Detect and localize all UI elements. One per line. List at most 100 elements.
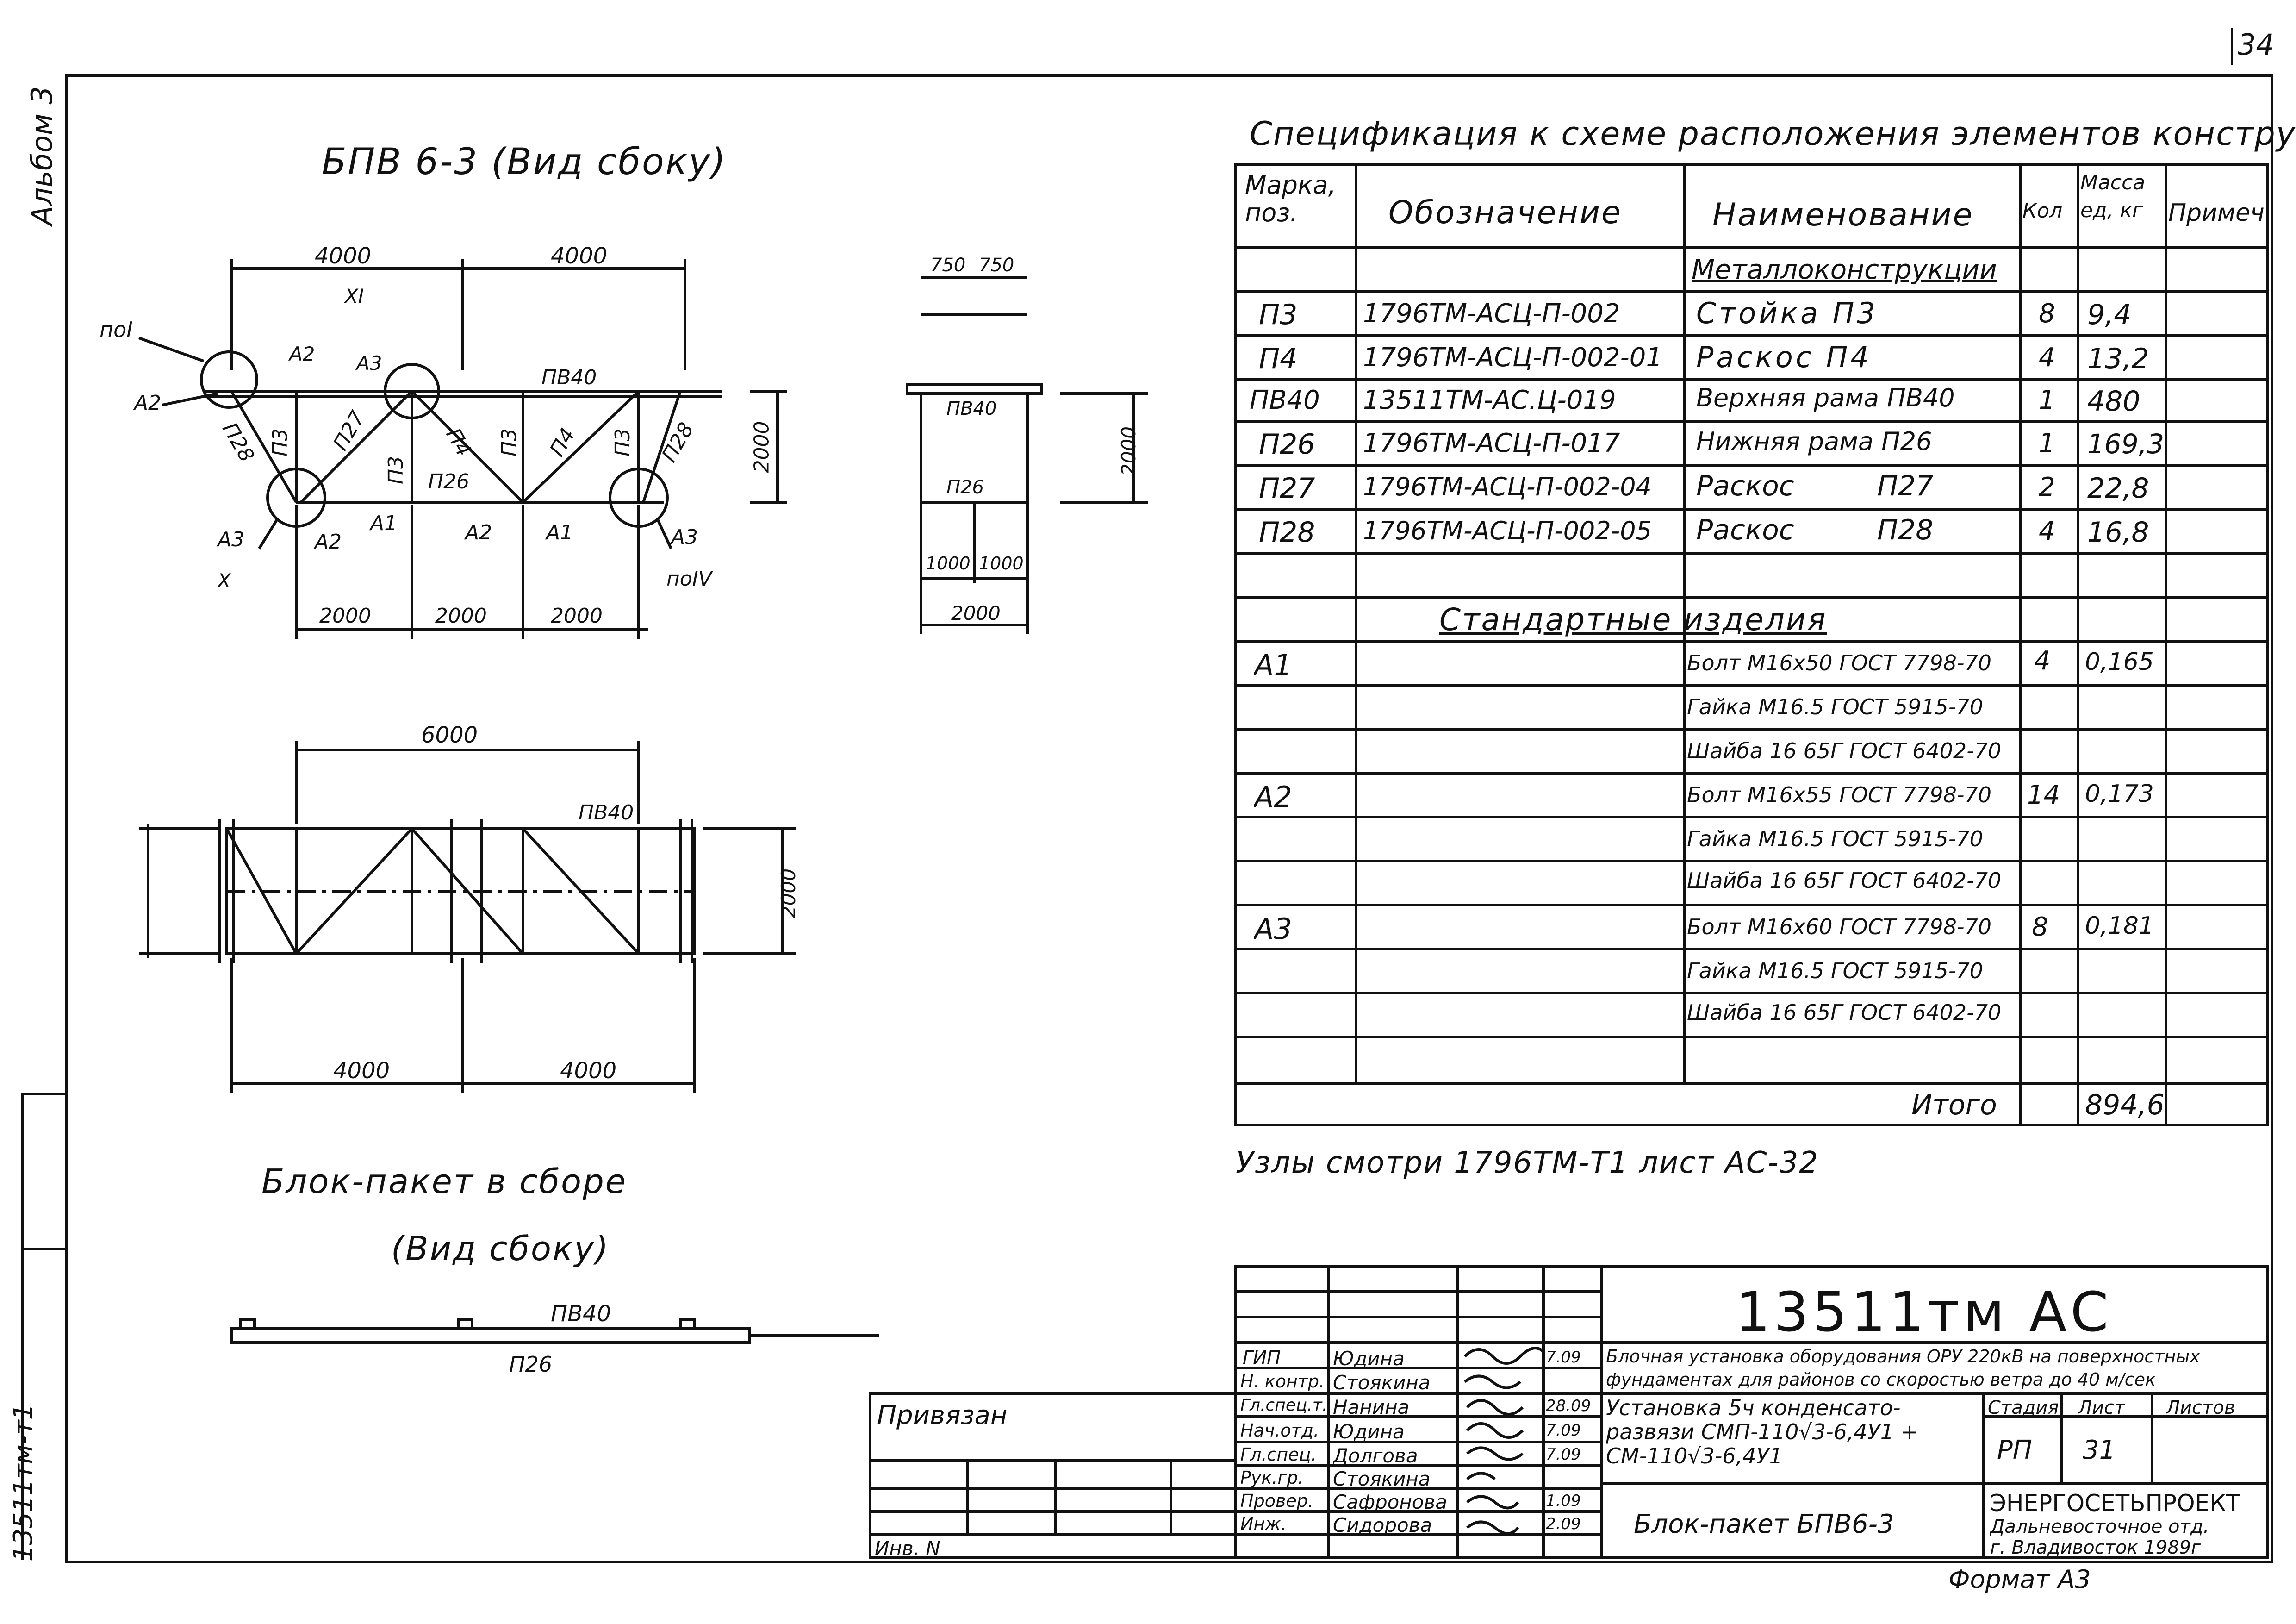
label-a3-top: А3 (356, 352, 382, 375)
plan-dim-4000-a: 4000 (333, 1058, 390, 1084)
drawing-frame (65, 74, 2273, 1563)
dim-4000-right: 4000 (551, 243, 608, 269)
spec-qty: 4 (2039, 516, 2055, 546)
stamp-sheet-no: 31 (2083, 1435, 2116, 1465)
spec-std-item: Гайка М16.5 ГОСТ 5915-70 (1687, 826, 1983, 851)
spec-qty: 14 (2027, 780, 2060, 810)
inv-label: Инв. N (875, 1537, 940, 1560)
signer-role: Рук.гр. (1240, 1468, 1304, 1488)
spec-qty: 2 (2039, 472, 2055, 502)
left-strip-line (21, 1093, 24, 1560)
pack-title: Блок-пакет в сборе (261, 1162, 628, 1201)
signer-role: Н. контр. (1240, 1371, 1325, 1392)
signer-date: 28.09 (1546, 1397, 1591, 1415)
label-a2-mid: А2 (465, 521, 492, 544)
spec-mass: 0,173 (2085, 780, 2154, 808)
spec-mark: А1 (1254, 648, 1292, 682)
spec-mass: 13,2 (2087, 343, 2149, 375)
label-section-x: X (218, 569, 231, 592)
dim-2000-b: 2000 (435, 604, 487, 628)
signer-role: Инж. (1240, 1514, 1287, 1534)
signer-name: Стоякина (1333, 1371, 1431, 1394)
spec-header-name: Наименование (1712, 197, 1974, 233)
spec-designation: 1796ТМ-АСЦ-П-002 (1363, 299, 1620, 329)
spec-qty: 8 (2032, 912, 2048, 942)
side-view-geometry (138, 259, 787, 639)
spec-std-item: Шайба 16 65Г ГОСТ 6402-70 (1687, 1000, 2002, 1025)
stamp-stage: РП (1997, 1435, 2032, 1465)
end-label-p26: П26 (946, 477, 984, 498)
spec-qty: 4 (2039, 343, 2055, 373)
spec-mark: П26 (1259, 428, 1315, 461)
spec-qty: 1 (2039, 385, 2055, 415)
label-a2-top: А2 (289, 343, 315, 365)
format-label: Формат А3 (1948, 1565, 2091, 1594)
spec-header-qty: Кол (2022, 199, 2063, 223)
stamp-project: Блочная установка оборудования ОРУ 220кВ… (1606, 1346, 2200, 1390)
label-p26-side: П26 (428, 470, 470, 493)
signer-date: 2.09 (1546, 1515, 1581, 1533)
signer-role: Провер. (1240, 1491, 1313, 1511)
spec-mass: 169,3 (2087, 428, 2165, 460)
pack-label-pv40: ПВ40 (551, 1301, 611, 1327)
spec-header-mark: Марка, поз. (1245, 171, 1336, 227)
nodes-note: Узлы смотри 1796ТМ-Т1 лист АС-32 (1236, 1146, 1819, 1180)
signer-date: 1.09 (1546, 1492, 1581, 1510)
spec-mass: 22,8 (2087, 472, 2149, 505)
signer-name: Юдина (1333, 1347, 1405, 1370)
label-a3-right: А3 (671, 525, 698, 549)
signer-name: Сидорова (1333, 1514, 1432, 1537)
label-a1-right: А1 (546, 521, 573, 544)
spec-std-item: Шайба 16 65Г ГОСТ 6402-70 (1687, 868, 2002, 893)
spec-designation: 1796ТМ-АСЦ-П-002-04 (1363, 472, 1652, 501)
signer-name: Юдина (1333, 1420, 1405, 1443)
spec-mass: 480 (2087, 385, 2140, 418)
spec-mark: ПВ40 (1250, 385, 1320, 415)
plan-dim-4000-b: 4000 (560, 1058, 617, 1084)
spec-section-metal: Металлоконструкции (1692, 254, 1997, 285)
label-a2-left: А2 (134, 391, 162, 415)
end-label-pv40: ПВ40 (946, 398, 997, 419)
dim-2000-c: 2000 (551, 604, 603, 628)
spec-designation: 1796ТМ-АСЦ-П-002-01 (1363, 343, 1663, 373)
spec-std-item: Болт М16х55 ГОСТ 7798-70 (1687, 782, 1991, 807)
spec-qty: 8 (2039, 299, 2055, 329)
spec-qty: 4 (2034, 646, 2051, 676)
plan-label-pv40: ПВ40 (579, 801, 634, 824)
spec-mark: П27 (1259, 472, 1315, 505)
signer-name: Нанина (1333, 1396, 1410, 1418)
stamp-sheet-label: Лист (2078, 1397, 2125, 1418)
signer-role: Нач.отд. (1240, 1420, 1319, 1441)
dim-4000-left: 4000 (315, 243, 372, 269)
label-a2-bottom: А2 (315, 530, 342, 554)
spec-std-item: Шайба 16 65Г ГОСТ 6402-70 (1687, 738, 2002, 763)
side-view-title: БПВ 6-3 (Вид сбоку) (322, 141, 727, 183)
spec-total-label: Итого (1911, 1089, 1997, 1121)
spec-header-mass: Масса ед, кг (2080, 171, 2146, 222)
stamp-sheets-label: Листов (2166, 1397, 2235, 1418)
spec-total-value: 894,6 (2085, 1089, 2165, 1121)
signer-role: ГИП (1243, 1347, 1281, 1368)
signer-name: Долгова (1333, 1444, 1418, 1467)
pack-subtitle: (Вид сбоку) (391, 1229, 610, 1268)
signer-date: 7.09 (1546, 1445, 1581, 1464)
signer-name: Сафронова (1333, 1491, 1447, 1513)
page-number-tick (2231, 28, 2233, 65)
spec-designation: 13511ТМ-АС.Ц-019 (1363, 385, 1616, 415)
spec-mass: 16,8 (2087, 516, 2149, 549)
spec-mark: П3 (1259, 299, 1298, 331)
spec-std-item: Гайка М16.5 ГОСТ 5915-70 (1687, 694, 1983, 719)
spec-mark: П4 (1259, 343, 1298, 375)
plan-dim-6000: 6000 (421, 722, 478, 748)
spec-name: Стойка П3 (1696, 296, 1878, 330)
spec-section-std: Стандартные изделия (1439, 602, 1827, 637)
spec-mass: 0,165 (2085, 648, 2154, 676)
page-number: 34 (2238, 28, 2274, 62)
spec-header-designation: Обозначение (1388, 194, 1622, 231)
end-dim-750-a: 750 (930, 255, 966, 276)
spec-mark: А2 (1254, 780, 1292, 814)
label-node-i: поI (100, 317, 133, 342)
stamp-code: 13511тм АС (1736, 1280, 2112, 1344)
